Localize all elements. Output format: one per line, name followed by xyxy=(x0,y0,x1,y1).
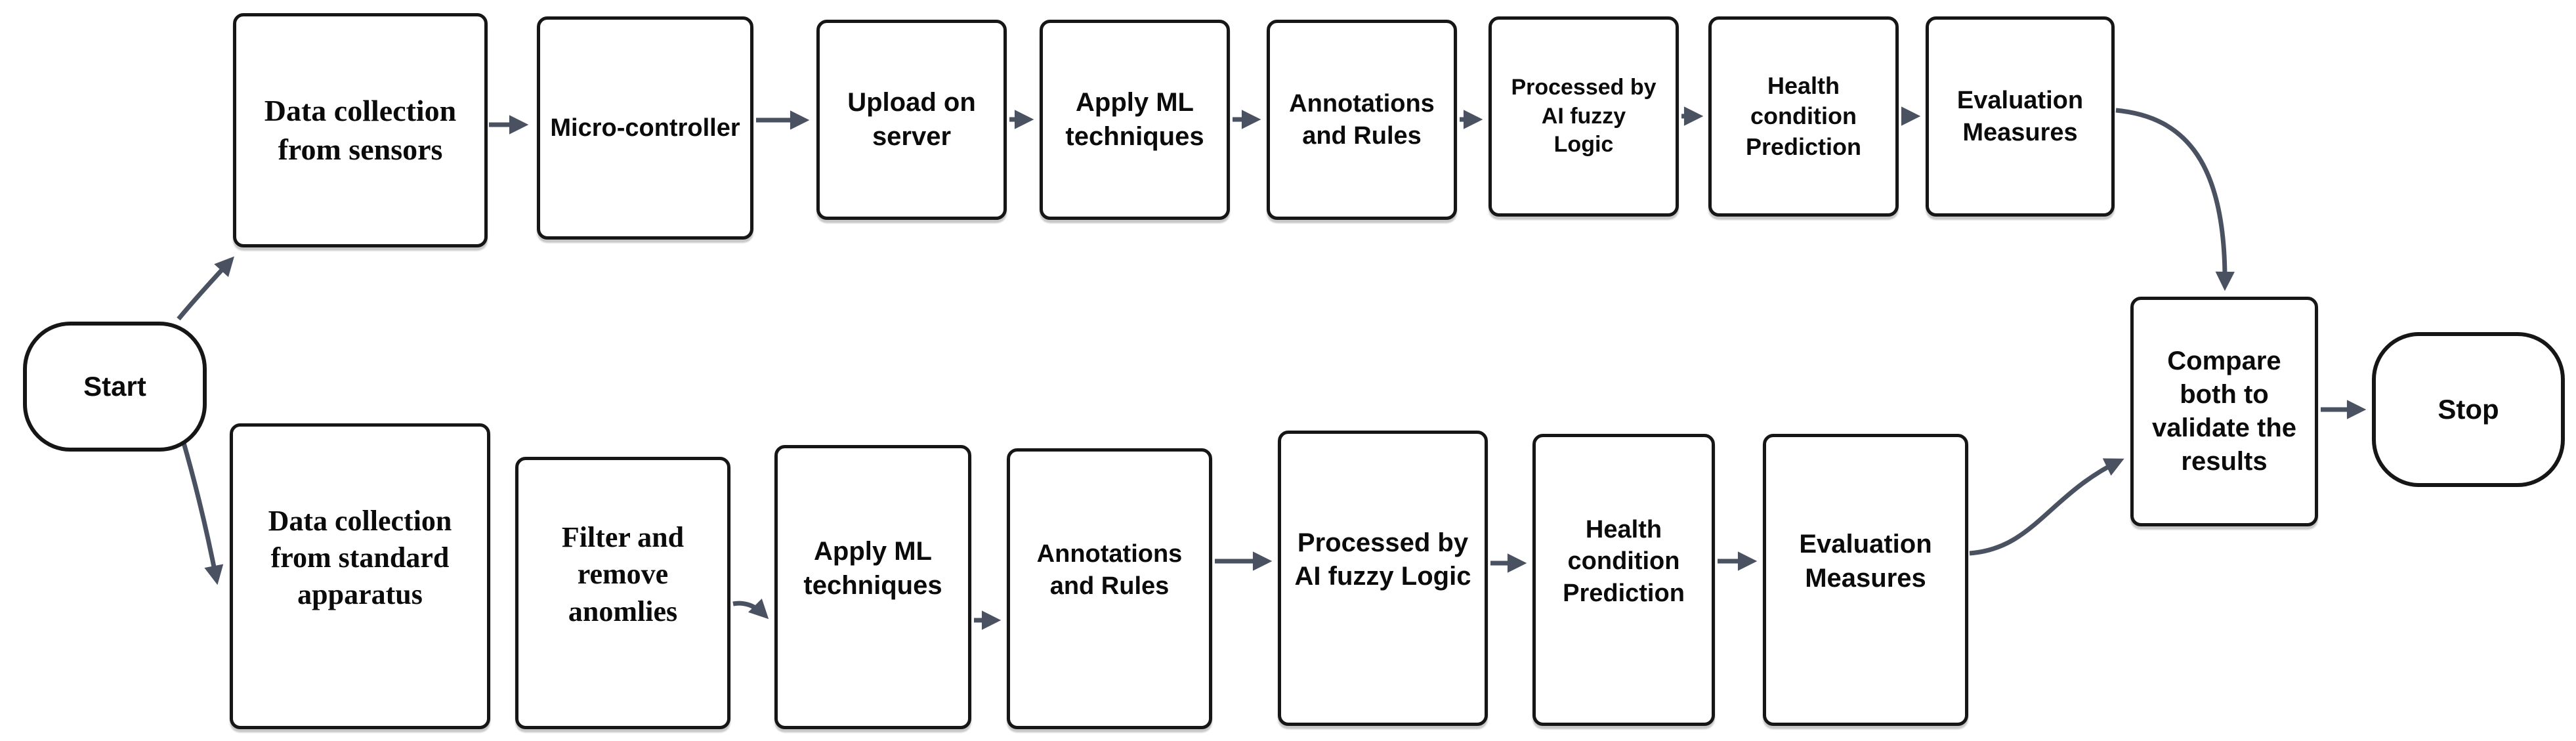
node-evaluation-measures-top: Evaluation Measures xyxy=(1926,16,2115,217)
node-start-label: Start xyxy=(83,371,146,402)
node-start: Start xyxy=(23,322,207,452)
node-compare-validate-label: Compare both to validate the results xyxy=(2151,346,2297,476)
node-health-prediction-top: Health condition Prediction xyxy=(1708,16,1899,217)
node-data-collection-standard: Data collection from standard apparatus xyxy=(230,423,490,729)
node-stop: Stop xyxy=(2372,332,2565,487)
node-annotations-rules-bottom-label: Annotations and Rules xyxy=(1036,540,1183,600)
node-data-collection-standard-label: Data collection from standard apparatus xyxy=(268,504,452,611)
arrow-start-to-sensor-collection xyxy=(177,256,234,321)
node-micro-controller: Micro-controller xyxy=(537,16,753,240)
arrow-filter-to-apply-ml-bottom xyxy=(732,599,769,620)
node-upload-on-server-label: Upload on server xyxy=(847,88,976,151)
node-health-prediction-bottom: Health condition Prediction xyxy=(1532,434,1715,726)
node-apply-ml-top-label: Apply ML techniques xyxy=(1065,88,1204,151)
arrow-start-to-standard-collection xyxy=(180,438,224,585)
node-evaluation-measures-bottom-label: Evaluation Measures xyxy=(1799,530,1932,593)
node-annotations-rules-top-label: Annotations and Rules xyxy=(1289,89,1435,150)
node-filter-remove-anomlies-label: Filter and remove anomlies xyxy=(561,521,685,627)
node-apply-ml-top: Apply ML techniques xyxy=(1040,20,1230,220)
node-health-prediction-bottom-label: Health condition Prediction xyxy=(1563,515,1685,607)
node-data-collection-sensors-label: Data collection from sensors xyxy=(264,93,457,166)
node-micro-controller-label: Micro-controller xyxy=(550,114,740,142)
node-ai-fuzzy-logic-bottom-label: Processed by AI fuzzy Logic xyxy=(1294,528,1471,591)
node-apply-ml-bottom-label: Apply ML techniques xyxy=(803,537,942,600)
node-ai-fuzzy-logic-top: Processed by AI fuzzy Logic xyxy=(1489,16,1679,217)
arrow-evaluation-bottom-to-compare xyxy=(1969,458,2124,556)
node-upload-on-server: Upload on server xyxy=(816,20,1007,220)
node-stop-label: Stop xyxy=(2438,394,2499,425)
node-apply-ml-bottom: Apply ML techniques xyxy=(774,445,971,729)
node-compare-validate: Compare both to validate the results xyxy=(2130,297,2318,526)
node-annotations-rules-bottom: Annotations and Rules xyxy=(1007,448,1212,729)
node-annotations-rules-top: Annotations and Rules xyxy=(1267,20,1457,220)
node-filter-remove-anomlies: Filter and remove anomlies xyxy=(515,457,730,729)
node-evaluation-measures-top-label: Evaluation Measures xyxy=(1956,86,2084,146)
node-data-collection-sensors: Data collection from sensors xyxy=(233,13,488,247)
node-ai-fuzzy-logic-top-label: Processed by AI fuzzy Logic xyxy=(1511,75,1657,158)
node-ai-fuzzy-logic-bottom: Processed by AI fuzzy Logic xyxy=(1278,431,1488,726)
arrow-evaluation-top-to-compare xyxy=(2115,108,2235,291)
node-health-prediction-top-label: Health condition Prediction xyxy=(1745,72,1862,160)
node-evaluation-measures-bottom: Evaluation Measures xyxy=(1763,434,1968,726)
